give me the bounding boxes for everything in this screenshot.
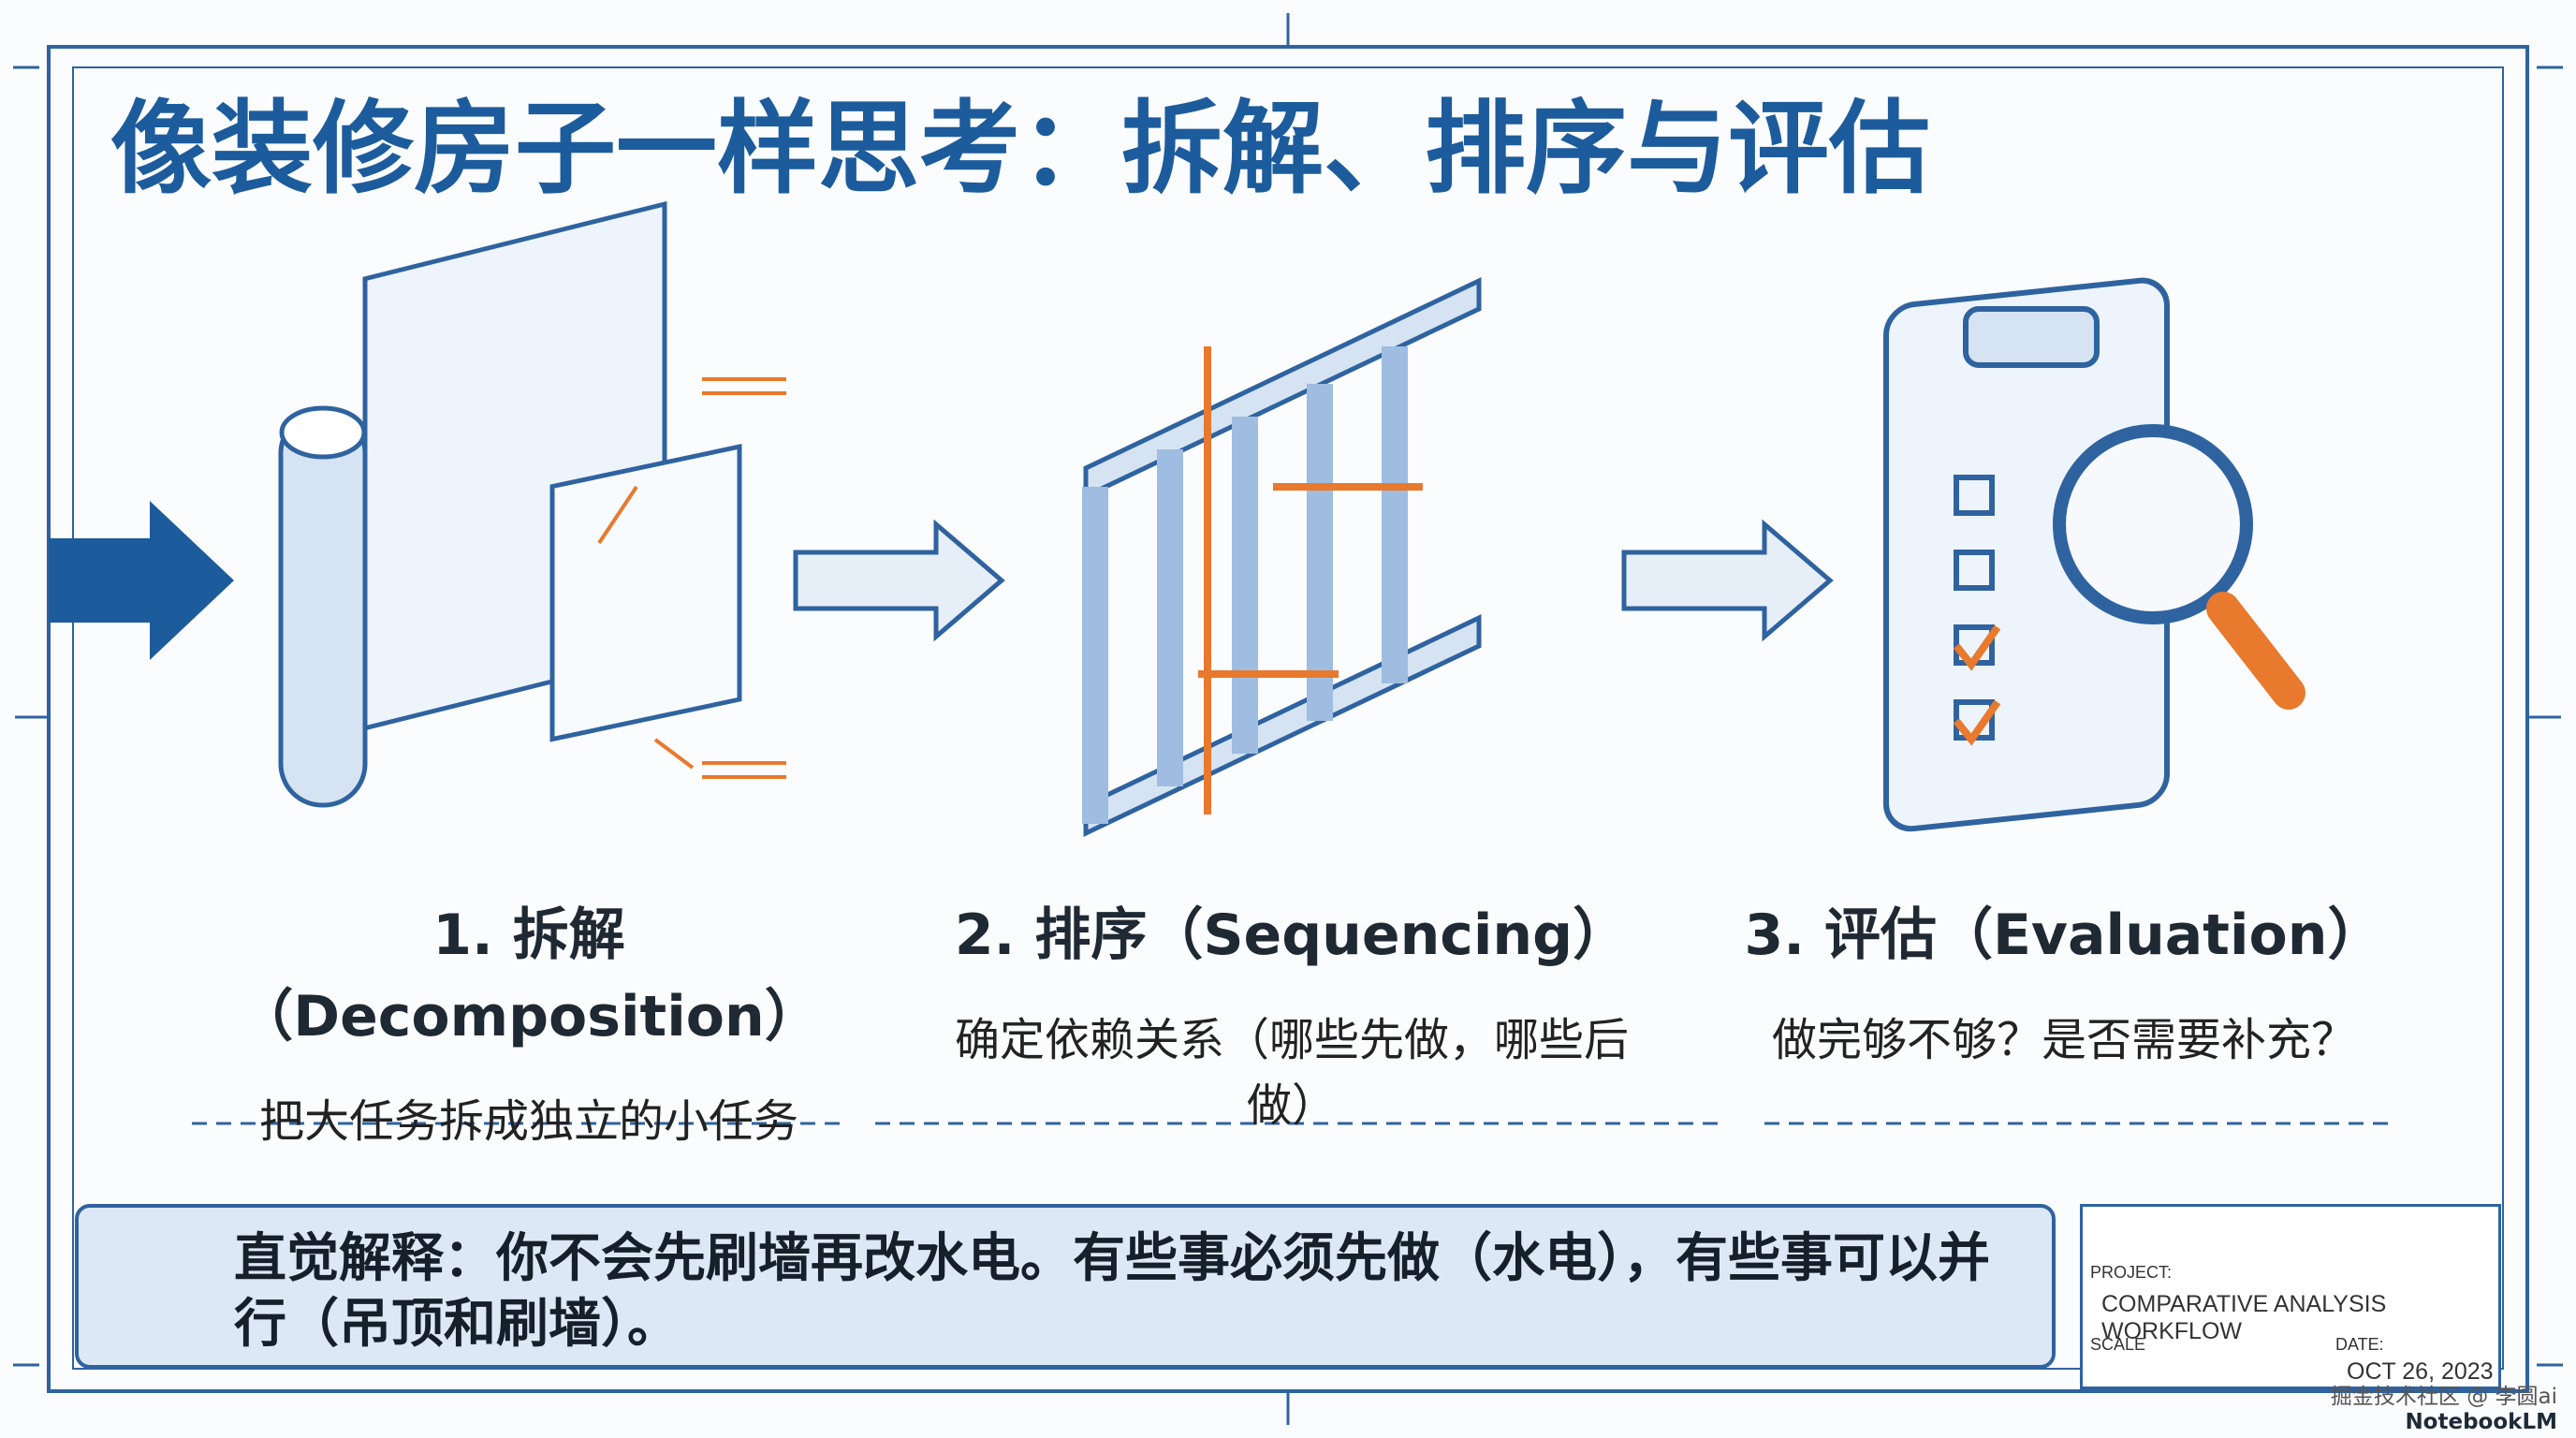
title-block: PROJECT: COMPARATIVE ANALYSIS WORKFLOW S… bbox=[2080, 1204, 2501, 1389]
watermark-notebooklm: NotebookLM bbox=[2405, 1410, 2557, 1434]
framing-illustration bbox=[1082, 277, 1482, 837]
date-label: DATE: bbox=[2335, 1335, 2384, 1354]
page-title: 像装修房子一样思考：拆解、排序与评估 bbox=[110, 91, 1931, 208]
step-2-description: 确定依赖关系（哪些先做，哪些后做） bbox=[954, 1014, 1629, 1132]
step-evaluation: 3. 评估（Evaluation） 做完够不够？是否需要补充？ bbox=[1699, 889, 2429, 1068]
flow-arrows bbox=[49, 501, 1834, 660]
step-3-description: 做完够不够？是否需要补充？ bbox=[1771, 1014, 2356, 1066]
date-value: OCT 26, 2023 bbox=[2347, 1358, 2494, 1385]
step-decomposition: 1. 拆解（Decomposition） 把大任务拆成独立的小任务 bbox=[164, 889, 894, 1150]
step-1-description: 把大任务拆成独立的小任务 bbox=[258, 1095, 798, 1148]
watermark-community: 掘金技术社区 @ 李圆ai bbox=[2330, 1385, 2557, 1409]
step-2-heading: 2. 排序（Sequencing） bbox=[954, 902, 1630, 968]
project-value: COMPARATIVE ANALYSIS WORKFLOW bbox=[2101, 1291, 2387, 1344]
step-1-heading: 1. 拆解（Decomposition） bbox=[237, 902, 821, 1049]
intuition-callout: 直觉解释：你不会先刷墙再改水电。有些事必须先做（水电），有些事可以并行（吊顶和刷… bbox=[75, 1204, 2056, 1369]
scale-label: SCALE bbox=[2090, 1335, 2146, 1354]
clipboard-illustration bbox=[1883, 277, 2305, 832]
step-sequencing: 2. 排序（Sequencing） 确定依赖关系（哪些先做，哪些后做） bbox=[927, 889, 1657, 1134]
step-3-heading: 3. 评估（Evaluation） bbox=[1744, 902, 2384, 968]
callout-text: 直觉解释：你不会先刷墙再改水电。有些事必须先做（水电），有些事可以并行（吊顶和刷… bbox=[234, 1228, 1990, 1355]
decomposition-illustration bbox=[278, 200, 786, 808]
project-label: PROJECT: bbox=[2090, 1263, 2173, 1282]
